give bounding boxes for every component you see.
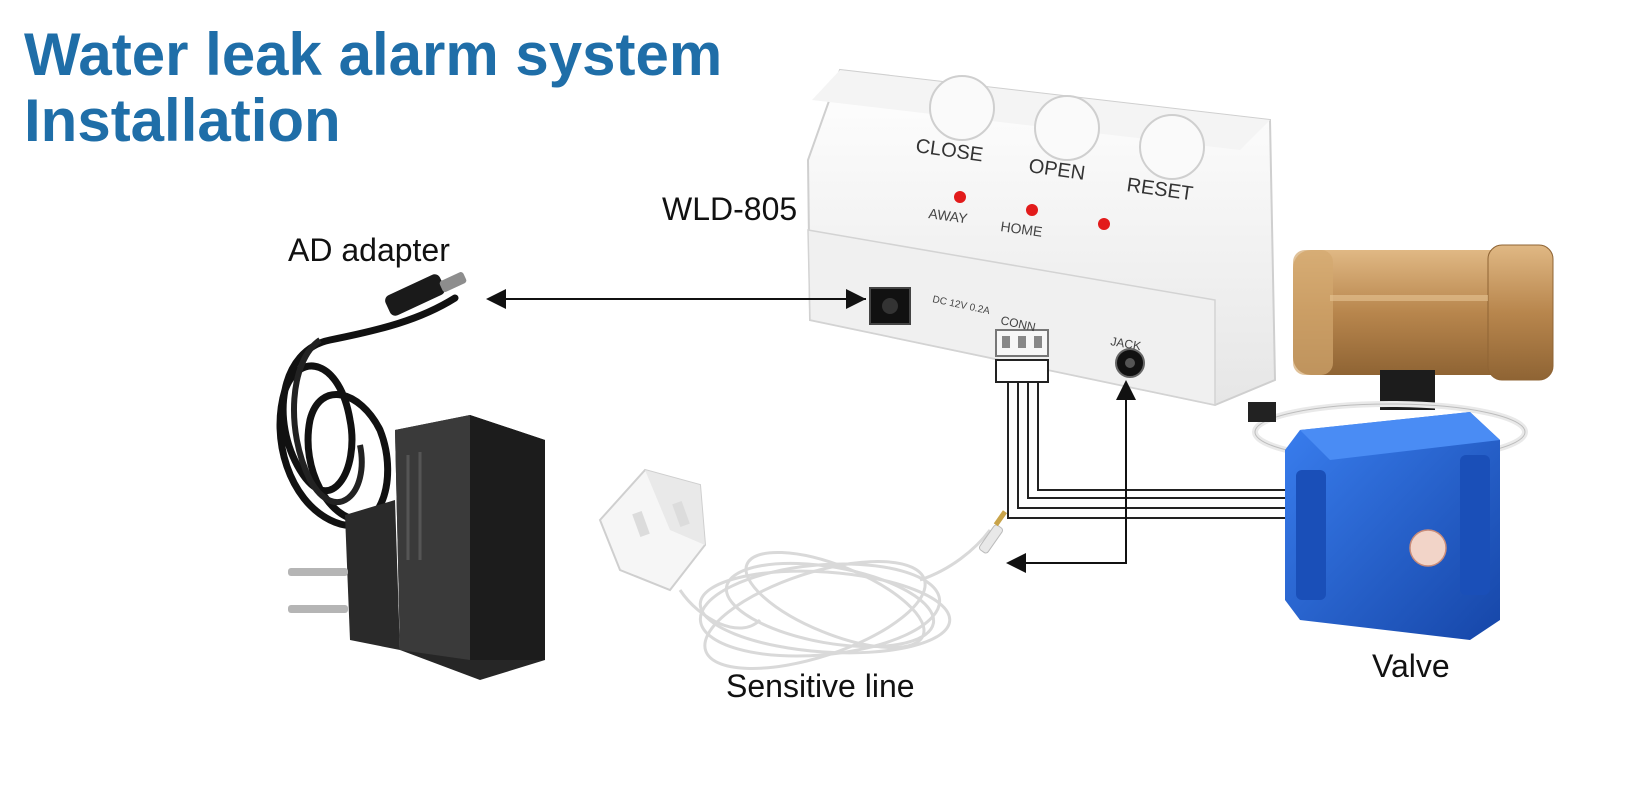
away-led-label: AWAY (928, 205, 970, 226)
open-button (1034, 95, 1100, 161)
valve (1248, 244, 1554, 640)
model-label: WLD-805 (662, 191, 798, 227)
sensitive-line-label: Sensitive line (726, 668, 915, 704)
jack-port-label: JACK (1109, 334, 1142, 353)
valve-label-sticker (1409, 529, 1447, 567)
controller-box: CLOSE OPEN RESET AWAY HOME DC 12V 0.2A C… (806, 68, 1277, 407)
away-led (954, 191, 966, 203)
status-led (1098, 218, 1110, 230)
sensitive-line (598, 468, 1008, 670)
home-led (1026, 204, 1038, 216)
close-button (929, 75, 995, 141)
reset-button (1139, 114, 1205, 180)
ad-adapter (276, 272, 545, 680)
adapter-label: AD adapter (288, 232, 450, 268)
valve-wires (1007, 382, 1300, 519)
title-line-1: Water leak alarm system (24, 21, 723, 88)
conn-plug (995, 359, 1049, 383)
diagram-title: Water leak alarm system Installation (24, 22, 722, 154)
title-line-2: Installation (24, 87, 341, 154)
home-led-label: HOME (1000, 218, 1044, 240)
valve-label: Valve (1372, 648, 1450, 684)
